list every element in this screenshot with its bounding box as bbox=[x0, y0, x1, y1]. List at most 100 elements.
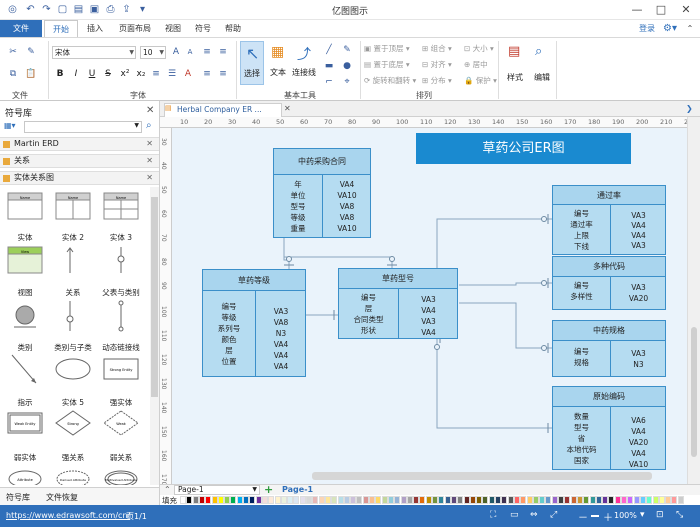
select-tool-button[interactable]: ↖ 选择 bbox=[240, 41, 264, 85]
color-swatch[interactable] bbox=[652, 496, 659, 504]
line-tool-icon[interactable]: ╱ bbox=[326, 45, 332, 55]
text-tool-button[interactable]: ▦ 文本 bbox=[270, 44, 286, 77]
color-swatch[interactable] bbox=[438, 496, 445, 504]
document-tab[interactable]: Herbal Company ER ... bbox=[164, 103, 282, 117]
color-swatch[interactable] bbox=[362, 496, 369, 504]
color-swatch[interactable] bbox=[274, 496, 281, 504]
shape-entity[interactable]: Name bbox=[7, 192, 43, 220]
shape-entity-2[interactable]: Name bbox=[55, 192, 91, 220]
color-swatch[interactable] bbox=[324, 496, 331, 504]
export-icon[interactable]: ⇪ bbox=[122, 4, 131, 15]
panel-toggle-icon[interactable]: ❯ bbox=[686, 104, 693, 113]
tab-symbols[interactable]: 符号 bbox=[195, 24, 211, 33]
color-swatch[interactable] bbox=[413, 496, 420, 504]
settings-gear-icon[interactable]: ⚙▾ bbox=[663, 23, 677, 34]
center-button[interactable]: ⊕ 居中 bbox=[464, 60, 488, 69]
expand-icon[interactable]: ⤡ bbox=[676, 510, 684, 520]
tab-page-layout[interactable]: 页面布局 bbox=[119, 24, 151, 33]
edit-button[interactable]: ⌕ 编辑 bbox=[534, 44, 550, 82]
color-swatch[interactable] bbox=[387, 496, 394, 504]
color-swatch[interactable] bbox=[211, 496, 218, 504]
customize-icon[interactable]: ▾ bbox=[139, 4, 146, 15]
color-swatch[interactable] bbox=[639, 496, 646, 504]
shape-category[interactable] bbox=[14, 305, 36, 328]
tab-help[interactable]: 帮助 bbox=[225, 24, 241, 33]
website-link[interactable]: https://www.edrawsoft.com/cn/ bbox=[6, 511, 131, 520]
close-button[interactable]: ✕ bbox=[681, 3, 691, 16]
cut-icon[interactable]: ✂ bbox=[9, 47, 17, 57]
shape-weak-relation[interactable]: Weak bbox=[103, 410, 139, 436]
canvas-horizontal-scrollbar[interactable] bbox=[312, 472, 652, 480]
color-swatch[interactable] bbox=[501, 496, 508, 504]
zoom-slider[interactable] bbox=[591, 515, 599, 517]
color-swatch[interactable] bbox=[375, 496, 382, 504]
library-er-diagram[interactable]: 实体关系图✕ bbox=[0, 171, 159, 185]
align-middle-icon[interactable]: ≡ bbox=[219, 47, 227, 57]
color-swatch[interactable] bbox=[444, 496, 451, 504]
color-swatch[interactable] bbox=[381, 496, 388, 504]
diagram-title[interactable]: 草药公司ER图 bbox=[416, 133, 631, 164]
strikethrough-icon[interactable]: S bbox=[105, 69, 111, 79]
library-scrollbar[interactable] bbox=[150, 187, 159, 485]
fullscreen-icon[interactable]: ⇔ bbox=[530, 510, 538, 520]
color-swatch[interactable] bbox=[261, 496, 268, 504]
color-swatch[interactable] bbox=[589, 496, 596, 504]
color-swatch[interactable] bbox=[318, 496, 325, 504]
font-size-select[interactable]: 10▼ bbox=[140, 46, 166, 59]
login-link[interactable]: 登录 bbox=[639, 24, 655, 33]
library-search-input[interactable]: ▼ bbox=[24, 121, 142, 133]
color-swatch[interactable] bbox=[646, 496, 653, 504]
minimize-button[interactable]: — bbox=[631, 3, 643, 16]
crosshair-icon[interactable]: ⌖ bbox=[344, 77, 350, 87]
scroll-thumb[interactable] bbox=[691, 327, 697, 457]
format-painter-icon[interactable]: ✎ bbox=[27, 47, 35, 57]
shape-entity-3[interactable]: Name bbox=[103, 192, 139, 220]
color-swatch[interactable] bbox=[419, 496, 426, 504]
style-button[interactable]: ▤ 样式 bbox=[507, 44, 523, 82]
fit-page-icon[interactable]: ⛶ bbox=[490, 510, 497, 520]
shape-category-subtype[interactable] bbox=[66, 301, 74, 331]
color-swatch[interactable] bbox=[539, 496, 546, 504]
color-swatch[interactable] bbox=[224, 496, 231, 504]
library-martin-erd[interactable]: Martin ERD✕ bbox=[0, 137, 159, 151]
line-spacing-icon[interactable]: ☰ bbox=[167, 69, 177, 79]
zoom-dropdown-icon[interactable]: ▾ bbox=[640, 510, 645, 520]
color-swatch[interactable] bbox=[564, 496, 571, 504]
color-swatch[interactable] bbox=[513, 496, 520, 504]
zoom-out-button[interactable]: － bbox=[578, 513, 588, 524]
color-swatch[interactable] bbox=[217, 496, 224, 504]
align-button[interactable]: ⊟ 对齐 ▾ bbox=[422, 60, 452, 69]
color-swatch[interactable] bbox=[551, 496, 558, 504]
pen-tool-icon[interactable]: ✎ bbox=[343, 45, 351, 55]
color-swatch[interactable] bbox=[180, 496, 186, 504]
print-icon[interactable]: ⎙ bbox=[106, 4, 115, 15]
maximize-button[interactable]: □ bbox=[655, 3, 667, 16]
color-swatch[interactable] bbox=[287, 496, 294, 504]
distribute-button[interactable]: ⊞ 分布 ▾ bbox=[422, 76, 452, 85]
shrink-font-icon[interactable]: A bbox=[187, 48, 193, 56]
color-swatch[interactable] bbox=[520, 496, 527, 504]
tab-symbol-library[interactable]: 符号库 bbox=[6, 493, 30, 502]
color-swatch[interactable] bbox=[331, 496, 338, 504]
color-swatch[interactable] bbox=[488, 496, 495, 504]
shape-parent-category[interactable] bbox=[117, 247, 125, 273]
shape-view[interactable]: View bbox=[7, 246, 43, 274]
color-swatch[interactable] bbox=[671, 496, 678, 504]
color-swatch[interactable] bbox=[469, 496, 476, 504]
add-page-button[interactable]: + bbox=[264, 483, 274, 496]
color-swatch[interactable] bbox=[394, 496, 401, 504]
color-swatch[interactable] bbox=[432, 496, 438, 504]
send-back-button[interactable]: ▤ 置于底层 ▾ bbox=[364, 60, 410, 69]
panel-close-icon[interactable]: ✕ bbox=[146, 105, 155, 116]
color-swatch[interactable] bbox=[280, 496, 287, 504]
color-swatch[interactable] bbox=[576, 496, 583, 504]
tab-view[interactable]: 视图 bbox=[165, 24, 181, 33]
color-swatch[interactable] bbox=[268, 496, 275, 504]
tab-file-recovery[interactable]: 文件恢复 bbox=[46, 493, 78, 502]
align-top-icon[interactable]: ≡ bbox=[203, 47, 211, 57]
color-swatch[interactable] bbox=[192, 496, 199, 504]
font-color-icon[interactable]: A bbox=[184, 69, 192, 79]
zoom-in-button[interactable]: ＋ bbox=[603, 513, 613, 524]
color-swatch[interactable] bbox=[583, 496, 590, 504]
